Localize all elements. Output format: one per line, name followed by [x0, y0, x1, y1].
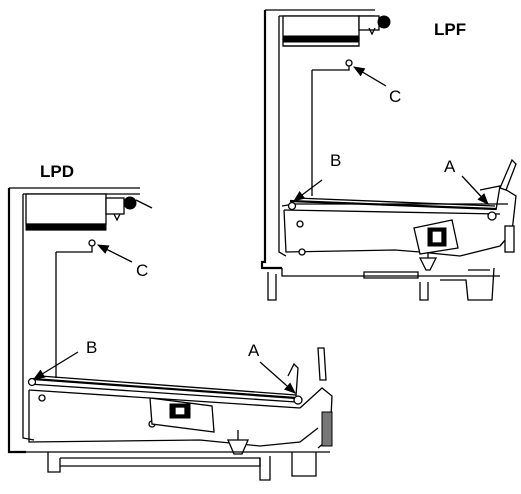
unit-lpd-drawing — [7, 187, 333, 481]
point-label-a-lpf: A — [444, 157, 456, 176]
model-label-lpf: LPF — [434, 20, 466, 39]
point-label-c-lpd: C — [136, 261, 148, 280]
unit-lpf-drawing — [260, 9, 517, 301]
point-label-b-lpf: B — [330, 151, 341, 170]
model-label-lpd: LPD — [40, 162, 74, 181]
point-label-a-lpd: A — [248, 341, 260, 360]
point-label-b-lpd: B — [86, 338, 97, 357]
point-label-c-lpf: C — [389, 87, 401, 106]
